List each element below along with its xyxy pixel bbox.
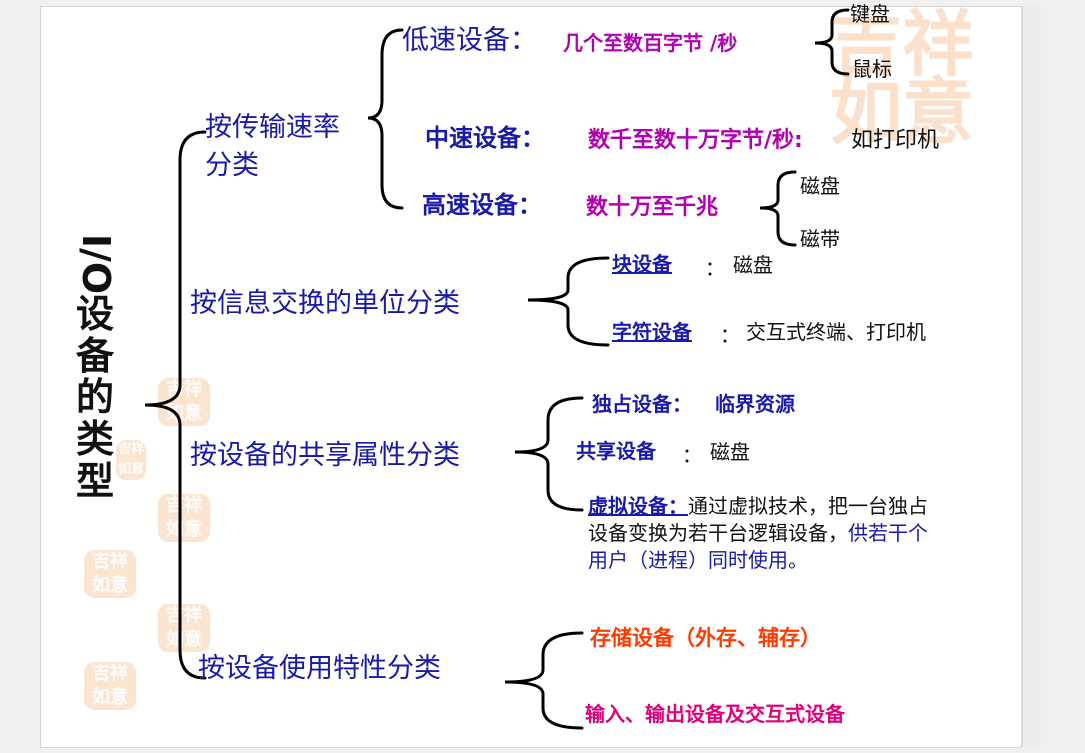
watermark-art: 吉祥如意 — [830, 1, 975, 155]
rate-category-line2: 分类 — [205, 150, 259, 181]
block-device-sep: ： — [705, 256, 725, 280]
high-speed-desc: 数十万至千兆 — [586, 195, 719, 220]
seal-stamp-3: 吉祥如意 — [158, 494, 210, 542]
char-device-sep: ： — [720, 323, 740, 347]
exclusive-device-example: 临界资源 — [715, 392, 795, 416]
low-speed-desc: 几个至数百字节 /秒 — [563, 31, 738, 55]
exclusive-device-label: 独占设备： — [592, 392, 692, 416]
scrollbar[interactable] — [1022, 6, 1041, 746]
shared-device-example: 磁盘 — [710, 440, 750, 464]
virtual-device-desc-blue: 供若干个用户（进程）同时使用。 — [588, 521, 928, 572]
root-char-4: 类 — [75, 417, 114, 462]
keyboard-label: 键盘 — [850, 2, 890, 26]
medium-speed-label: 中速设备： — [425, 124, 545, 152]
root-char-2: 备 — [75, 333, 114, 378]
medium-speed-example: 如打印机 — [851, 128, 940, 153]
root-char-3: 的 — [75, 375, 114, 420]
tape-label: 磁带 — [800, 227, 840, 251]
seal-stamp-1: 吉祥如意 — [158, 378, 210, 426]
mouse-label: 鼠标 — [852, 57, 892, 81]
unit-category-label: 按信息交换的单位分类 — [190, 288, 460, 319]
storage-device-label: 存储设备（外存、辅存） — [590, 626, 821, 650]
low-speed-label: 低速设备： — [402, 25, 537, 56]
root-title-io: I/O — [73, 233, 118, 295]
root-title: I/O 设 备 的 类 型 — [70, 234, 120, 503]
seal-stamp-6: 吉祥如意 — [84, 662, 136, 710]
root-char-5: 型 — [75, 458, 114, 503]
share-category-label: 按设备的共享属性分类 — [190, 440, 460, 471]
disk-label: 磁盘 — [800, 174, 840, 198]
seal-stamp-5: 吉祥如意 — [158, 604, 210, 652]
block-device-link[interactable]: 块设备 — [612, 252, 672, 276]
root-char-1: 设 — [75, 291, 114, 336]
virtual-device-desc: 通过虚拟技术，把一台独占设备变换为若干台逻辑设备， — [588, 494, 928, 545]
usage-category-label: 按设备使用特性分类 — [198, 653, 441, 684]
seal-stamp-2: 吉祥如意 — [116, 440, 146, 480]
shared-device-sep: ： — [682, 443, 702, 467]
virtual-device-paragraph: 虚拟设备：通过虚拟技术，把一台独占设备变换为若干台逻辑设备，供若干个用户（进程）… — [588, 493, 938, 574]
high-speed-label: 高速设备： — [422, 191, 542, 219]
char-device-example: 交互式终端、打印机 — [746, 320, 926, 344]
io-device-label: 输入、输出设备及交互式设备 — [585, 702, 845, 726]
medium-speed-desc: 数千至数十万字节/秒: — [588, 128, 803, 153]
seal-stamp-4: 吉祥如意 — [84, 550, 136, 598]
virtual-device-link[interactable]: 虚拟设备： — [588, 494, 688, 518]
rate-category-line1: 按传输速率 — [205, 112, 340, 143]
block-device-example: 磁盘 — [733, 253, 773, 277]
shared-device-label: 共享设备 — [576, 439, 656, 463]
char-device-link[interactable]: 字符设备 — [612, 320, 692, 344]
